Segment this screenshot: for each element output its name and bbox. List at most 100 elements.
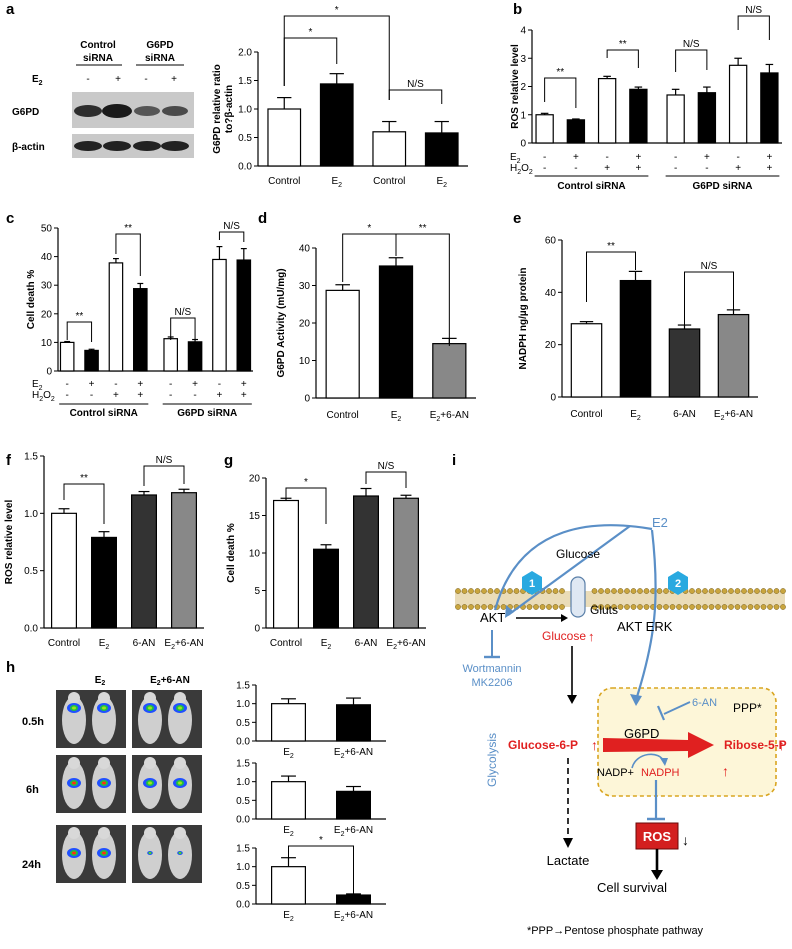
lipid-head — [455, 588, 461, 594]
step-2-label: 2 — [675, 578, 681, 590]
signal-core — [102, 851, 106, 855]
h-time-label: 0.5h — [22, 716, 44, 728]
mouse-head — [174, 757, 186, 769]
ros-down-arrow: ↓ — [682, 832, 689, 848]
lipid-head — [663, 588, 669, 594]
bar — [50, 512, 77, 629]
glucose-up-arrow: ↑ — [588, 629, 595, 644]
bar — [212, 258, 227, 372]
y-axis-label: G6PD Activity (mU/mg) — [276, 268, 287, 377]
signal-core — [72, 781, 76, 785]
lipid-head — [500, 604, 507, 610]
y-tick-label: 20 — [545, 340, 557, 351]
bar — [535, 114, 554, 144]
bar — [717, 313, 750, 398]
bar — [271, 866, 307, 905]
h2o2-sign: - — [66, 390, 69, 401]
e2-sign: - — [114, 379, 117, 390]
h2o2-sign: + — [735, 163, 741, 174]
lipid-head — [721, 588, 728, 594]
g6p-label: Glucose-6-P — [508, 738, 578, 752]
x-category-label: Control — [270, 638, 302, 649]
y-axis-label: ROS relative level — [510, 44, 521, 129]
lipid-head — [552, 588, 559, 594]
significance-label: * — [319, 835, 323, 846]
y-tick-label: 1.5 — [24, 452, 38, 463]
lipid-head — [624, 604, 630, 610]
mouse-head — [68, 692, 80, 704]
blot-group2-line2: siRNA — [145, 53, 175, 64]
lipid-head — [559, 588, 565, 594]
x-category-label: E2 — [391, 410, 402, 423]
lipid-head — [754, 588, 760, 594]
gluts-transporter — [570, 576, 586, 618]
e2-row-label: E2 — [32, 379, 43, 392]
lipid-head — [728, 604, 734, 610]
g6pd-label: G6PD — [624, 726, 659, 741]
lipid-head — [487, 604, 494, 610]
blot-group2-line1: G6PD — [146, 40, 173, 51]
bar — [597, 77, 617, 144]
significance-label: N/S — [156, 455, 173, 466]
lipid-head — [624, 588, 630, 594]
lipid-head — [513, 588, 520, 594]
lipid-head — [741, 588, 747, 594]
blot-group1-line1: Control — [80, 40, 116, 51]
y-tick-label: 1.5 — [236, 681, 250, 692]
lipid-head — [676, 604, 682, 610]
y-tick-label: 1.0 — [24, 509, 38, 520]
panel-i-letter: i — [452, 452, 456, 469]
blot-e2-label: E2 — [32, 74, 43, 87]
significance-bracket — [365, 471, 407, 488]
panel-d-letter: d — [258, 210, 267, 227]
panel-a-letter: a — [6, 1, 15, 18]
e2-sign: + — [766, 152, 772, 163]
lipid-head — [708, 604, 715, 610]
significance-bracket — [544, 77, 577, 108]
bar — [84, 349, 99, 372]
blot-group1-line2: siRNA — [83, 53, 113, 64]
lipid-head — [637, 604, 643, 610]
lipid-head — [780, 604, 786, 610]
mouse-head — [144, 827, 156, 839]
bar — [566, 119, 586, 144]
y-tick-label: 30 — [41, 281, 53, 292]
h2o2-sign: - — [705, 163, 708, 174]
y-tick-label: 1.0 — [236, 777, 250, 788]
significance-label: ** — [607, 241, 615, 252]
bar — [171, 492, 198, 629]
lipid-head — [747, 588, 754, 594]
lipid-head — [533, 604, 539, 610]
significance-bracket — [675, 49, 708, 72]
lipid-head — [702, 588, 708, 594]
ppp-label: PPP* — [733, 701, 762, 715]
y-tick-label: 0 — [550, 393, 556, 404]
signal-core — [149, 852, 151, 854]
significance-bracket — [170, 317, 196, 340]
significance-label: * — [367, 223, 371, 234]
y-tick-label: 0.0 — [24, 624, 38, 635]
bar — [432, 343, 467, 399]
blot-row-g6pd: G6PD — [12, 107, 39, 118]
lipid-head — [630, 604, 637, 610]
panel-e-letter: e — [513, 210, 521, 227]
y-tick-label: 1.0 — [238, 105, 252, 116]
significance-bracket — [283, 37, 338, 86]
significance-label: ** — [619, 39, 627, 50]
y-tick-label: 50 — [41, 224, 53, 235]
bar — [372, 131, 407, 167]
y-tick-label: 10 — [41, 338, 53, 349]
y-tick-label: 1.0 — [236, 699, 250, 710]
lipid-head — [715, 604, 721, 610]
y-tick-label: 1.5 — [236, 844, 250, 855]
lipid-head — [721, 604, 728, 610]
bar — [728, 64, 748, 144]
bar — [325, 289, 360, 399]
h-col1-label: E2 — [95, 675, 106, 687]
significance-label: N/S — [407, 79, 424, 90]
e2-sign: - — [605, 152, 608, 163]
h2o2-sign: - — [574, 163, 577, 174]
